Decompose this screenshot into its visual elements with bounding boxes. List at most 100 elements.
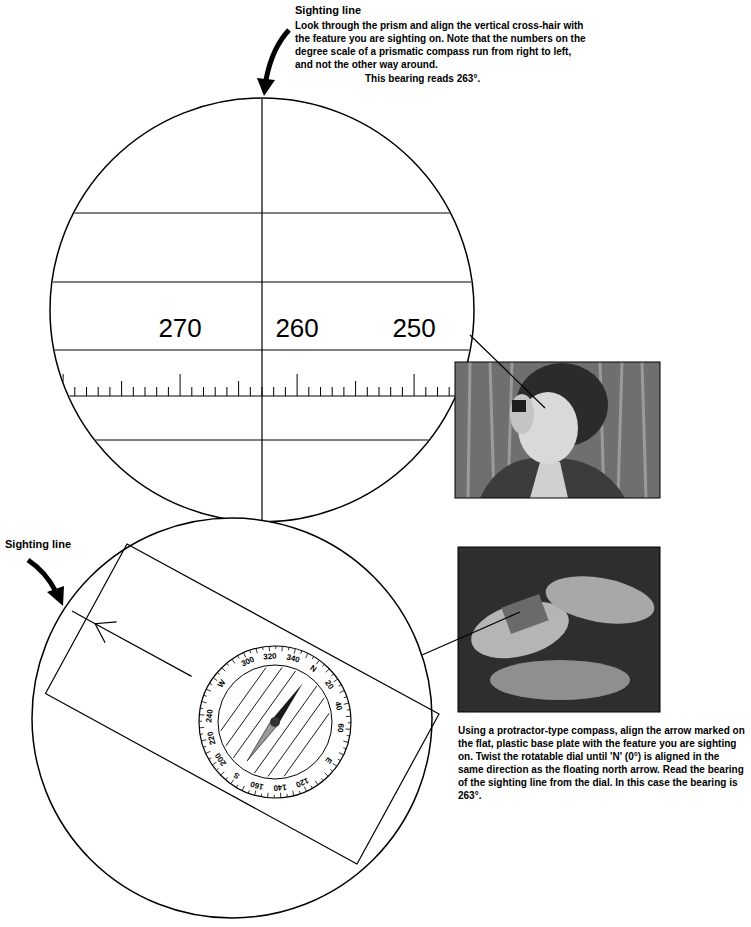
degree-tick	[39, 387, 40, 396]
leader-line	[470, 335, 545, 408]
dial-number: 320	[263, 652, 277, 661]
degree-tick	[133, 387, 134, 396]
needle-pivot	[270, 717, 280, 727]
degree-tick	[343, 387, 344, 396]
orienting-line	[203, 642, 284, 756]
photo-texture	[468, 362, 646, 498]
bearing-note: This bearing reads 263°.	[365, 72, 480, 85]
dial-tick	[280, 793, 281, 798]
sighting-arrow	[28, 560, 56, 592]
dial-tick	[299, 791, 301, 794]
scale-number: 270	[158, 315, 201, 341]
base-plate	[46, 544, 440, 864]
degree-tick	[332, 387, 333, 396]
dial-tick	[344, 696, 347, 698]
dial-tick	[347, 735, 350, 737]
orienting-line	[266, 688, 347, 802]
photo-frame	[455, 362, 660, 498]
photo-neck	[530, 462, 568, 498]
dial-tick	[236, 785, 238, 788]
dial-tick	[312, 657, 314, 660]
photo-frame	[458, 547, 660, 712]
magnifier-circle	[32, 518, 432, 918]
dial-tick	[311, 786, 312, 789]
degree-tick	[156, 387, 157, 396]
dial-tick	[210, 683, 213, 685]
photo-hand	[510, 394, 534, 434]
orienting-line	[224, 658, 305, 772]
dial-tick	[242, 786, 244, 791]
leader-line	[422, 612, 520, 655]
degree-tick	[297, 374, 298, 396]
sighting-line-label: Sighting line	[5, 538, 71, 550]
dial-tick	[244, 653, 246, 658]
dial-tick	[326, 669, 330, 672]
dial-tick	[315, 781, 318, 785]
dial-tick	[347, 709, 350, 710]
photo-ground	[458, 547, 660, 712]
dial-tick	[340, 691, 345, 693]
degree-tick	[74, 387, 75, 396]
grid-line	[40, 350, 490, 351]
degree-tick	[285, 387, 286, 396]
dial-tick	[226, 777, 228, 779]
dial-tick	[325, 773, 328, 777]
degree-tick	[262, 387, 263, 396]
dial-tick	[267, 793, 268, 798]
dial-tick	[200, 733, 203, 734]
dial-tick	[346, 716, 351, 717]
dial-tick	[255, 790, 256, 795]
dial-tick	[294, 649, 295, 654]
degree-tick	[51, 387, 52, 396]
orienting-lines	[203, 642, 348, 801]
dial-number: 60	[336, 724, 345, 734]
dial-number: 240	[205, 709, 214, 723]
dial-tick	[221, 772, 225, 775]
dial-tick	[217, 673, 219, 675]
arrow-head	[47, 586, 64, 606]
arrow-head	[257, 78, 275, 96]
dial-tick	[339, 753, 344, 755]
dial-tick	[288, 647, 290, 650]
degree-tick	[121, 381, 122, 396]
degree-tick	[449, 387, 450, 396]
degree-tick	[355, 381, 356, 396]
dial-tick	[231, 780, 234, 784]
photo-prismatic	[455, 362, 660, 498]
dial-tick	[323, 664, 325, 666]
dial-ticks	[199, 646, 351, 798]
degree-tick	[273, 387, 274, 396]
degree-tick	[367, 387, 368, 396]
instruction-note: Using a protractor-type compass, align t…	[458, 724, 746, 802]
dial-tick	[238, 656, 239, 659]
degree-tick	[215, 387, 216, 396]
dial-tick	[269, 646, 270, 651]
scale-number: 250	[392, 315, 435, 341]
dial-tick	[344, 703, 349, 704]
degree-tick	[414, 374, 415, 396]
dial-tick	[286, 794, 287, 797]
dial-tick	[334, 679, 338, 682]
degree-tick	[63, 374, 64, 396]
dial-tick	[212, 762, 216, 765]
dial-tick	[213, 678, 217, 681]
dial-tick	[199, 714, 204, 715]
dial-tick	[301, 651, 302, 654]
degree-tick	[16, 387, 17, 396]
dial-tick	[331, 674, 333, 676]
dial-tick	[343, 748, 346, 749]
degree-tick	[250, 387, 251, 396]
dial-tick	[216, 768, 218, 770]
dial-tick	[304, 787, 306, 792]
scale-baseline	[40, 396, 490, 397]
degree-tick	[320, 387, 321, 396]
degree-tick	[86, 387, 87, 396]
photo-arm	[490, 660, 630, 700]
dial-tick	[222, 668, 225, 672]
degree-tick	[191, 387, 192, 396]
photo-protractor	[458, 547, 660, 712]
degree-tick	[425, 387, 426, 396]
dial-tick	[281, 646, 282, 651]
degree-tick	[203, 387, 204, 396]
dial-bezel	[199, 646, 351, 798]
